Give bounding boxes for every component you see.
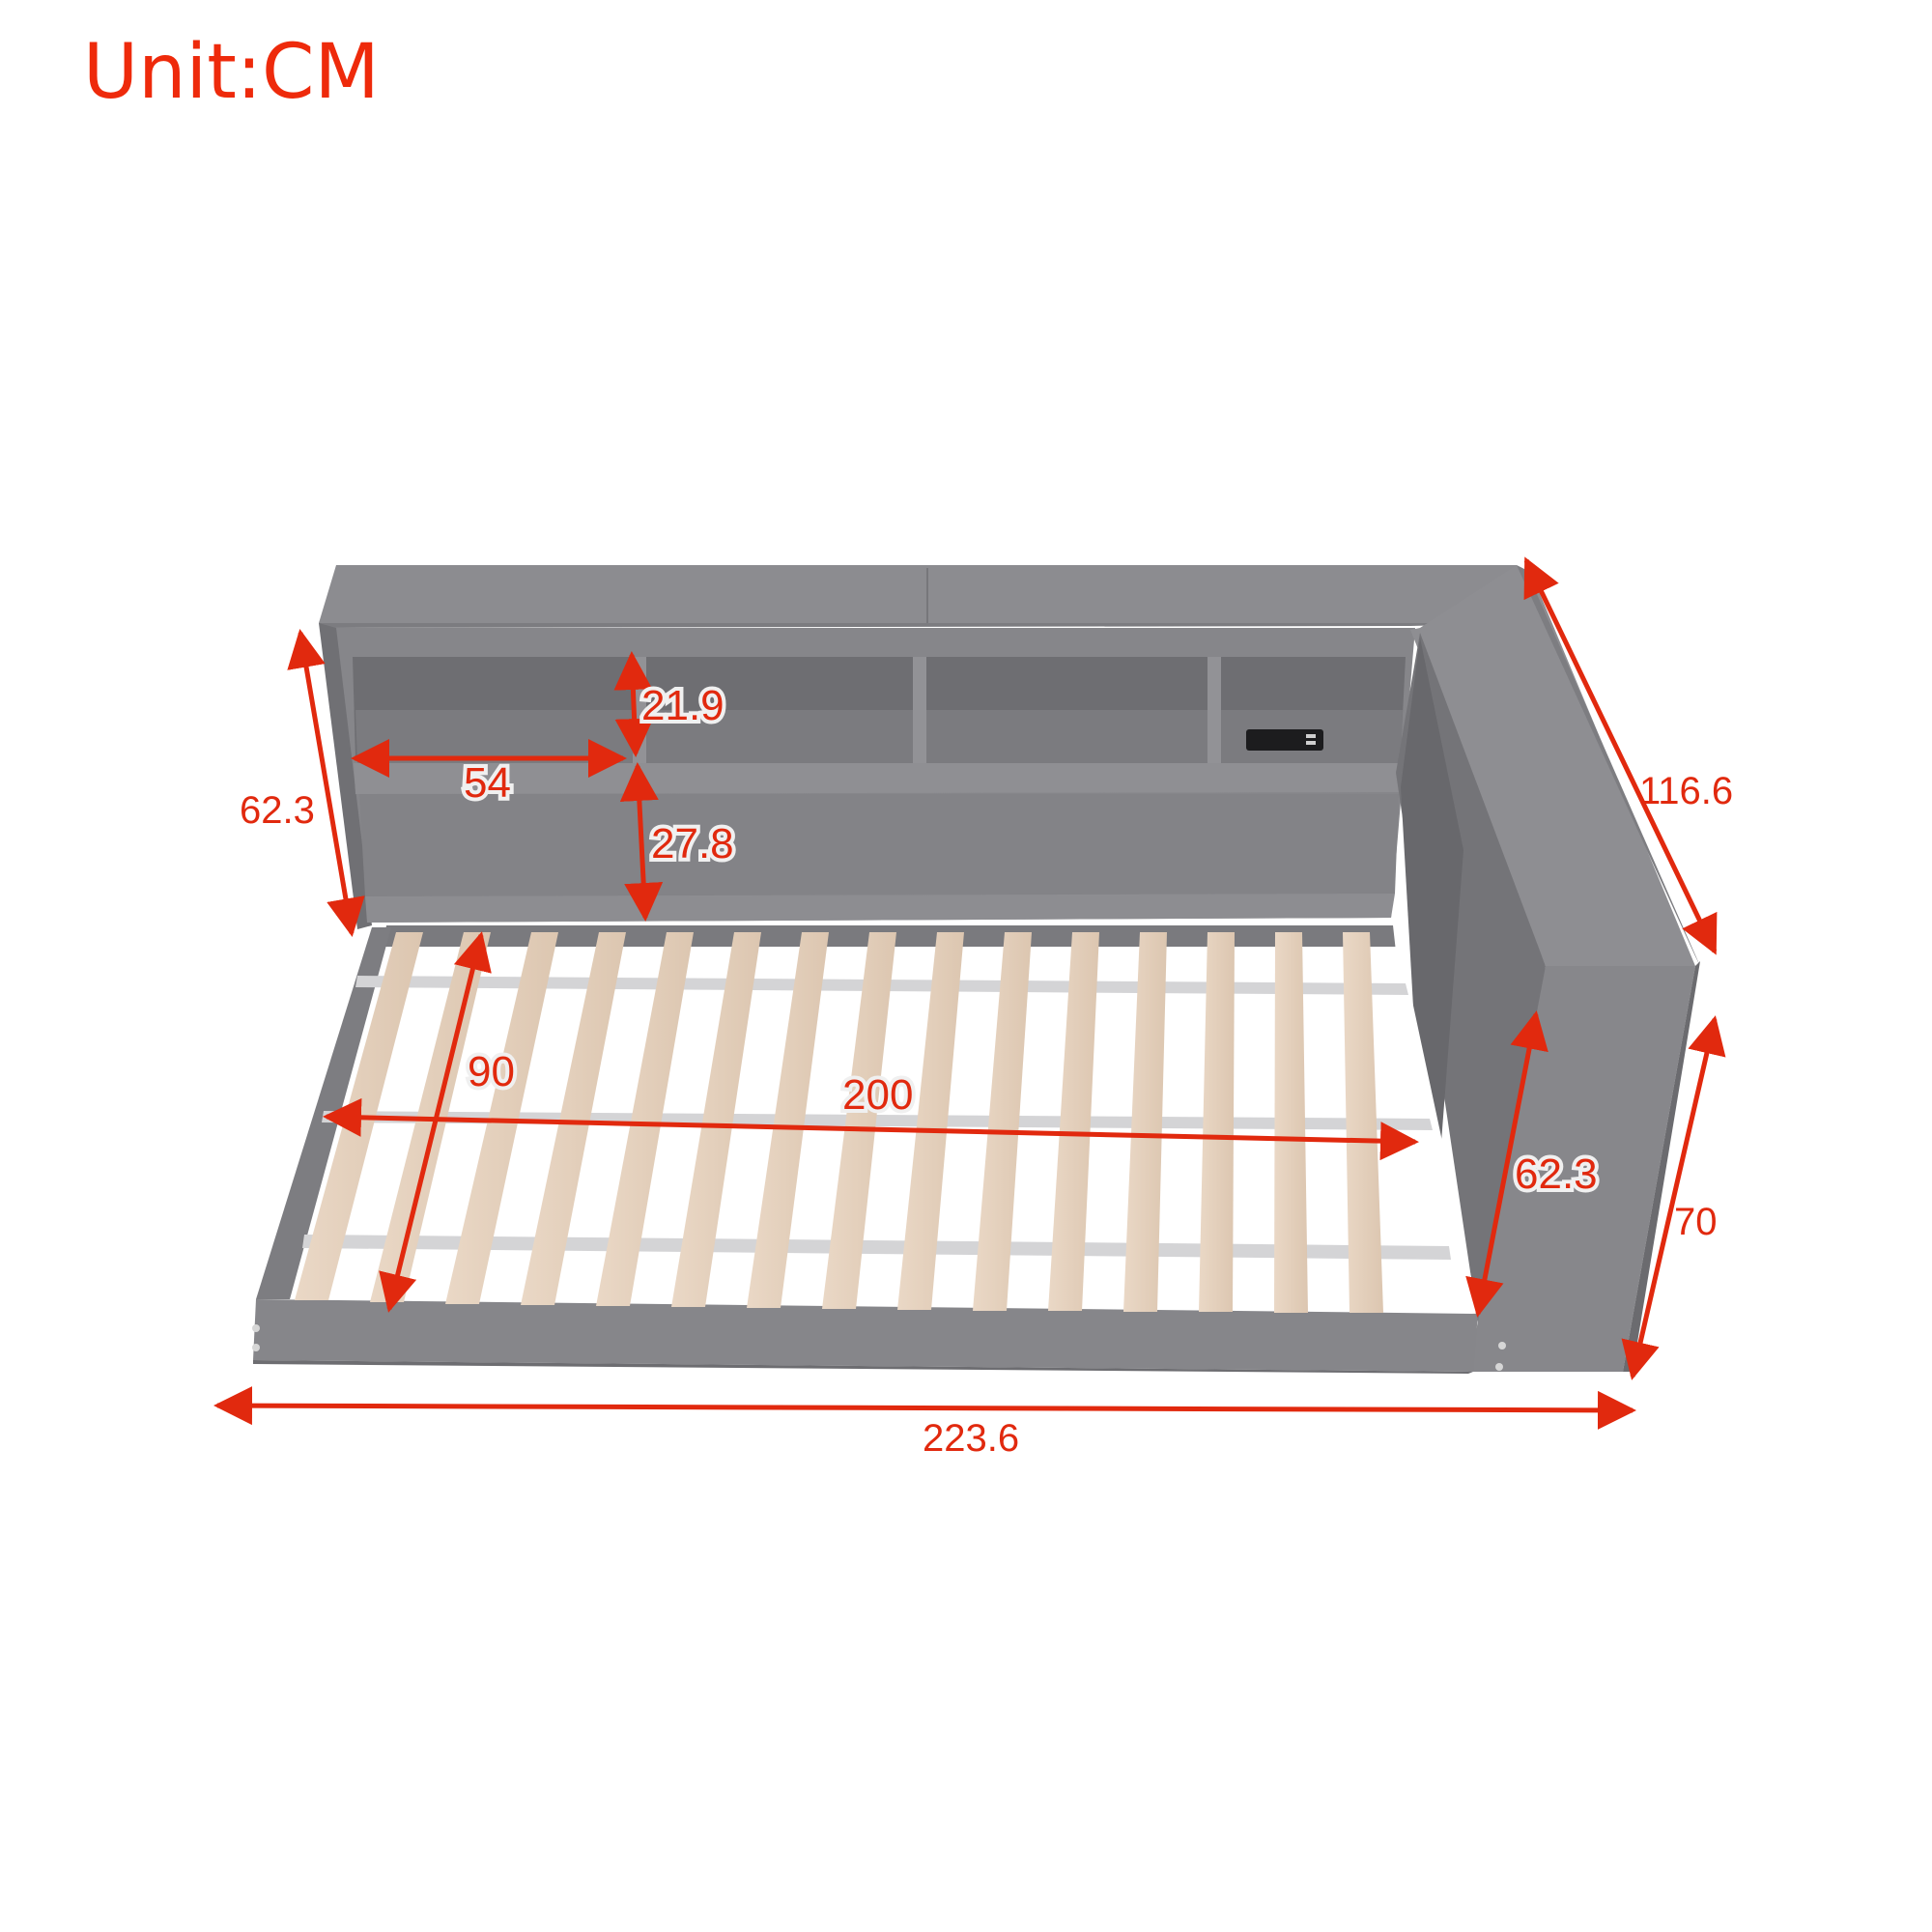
- overall-depth-line: [1523, 556, 1718, 955]
- side-cabinet-height-label: 62.3: [1515, 1151, 1598, 1198]
- headboard-height-label: 62.3: [240, 789, 315, 832]
- shelf-width-label: 54: [464, 759, 511, 807]
- mattress-length-line: [323, 1097, 1419, 1161]
- dimension-lines: [213, 556, 1726, 1430]
- shelf-divider: [1208, 657, 1221, 763]
- mattress-length-label: 200: [842, 1071, 913, 1119]
- headboard-height-line: [287, 629, 365, 937]
- upper-shelf-height-line: [613, 651, 654, 757]
- unit-label: Unit:CM: [83, 29, 380, 116]
- overall-length-line: [213, 1386, 1636, 1430]
- side-cabinet-total-height-label: 70: [1674, 1201, 1718, 1243]
- overall-length-label: 223.6: [923, 1417, 1019, 1460]
- mattress-width-label: 90: [468, 1048, 515, 1095]
- lower-panel-height-line: [619, 762, 664, 922]
- power-outlet-icon: [1246, 729, 1323, 751]
- side-cabinet-height-line: [1465, 1010, 1548, 1318]
- side-cabinet-total-height-line: [1621, 1015, 1726, 1380]
- overall-depth-label: 116.6: [1639, 770, 1733, 812]
- lower-panel-height-label: 27.8: [651, 820, 734, 867]
- headboard: [319, 565, 1536, 929]
- shelf-divider: [913, 657, 926, 763]
- upper-shelf-height-label: 21.9: [641, 682, 724, 729]
